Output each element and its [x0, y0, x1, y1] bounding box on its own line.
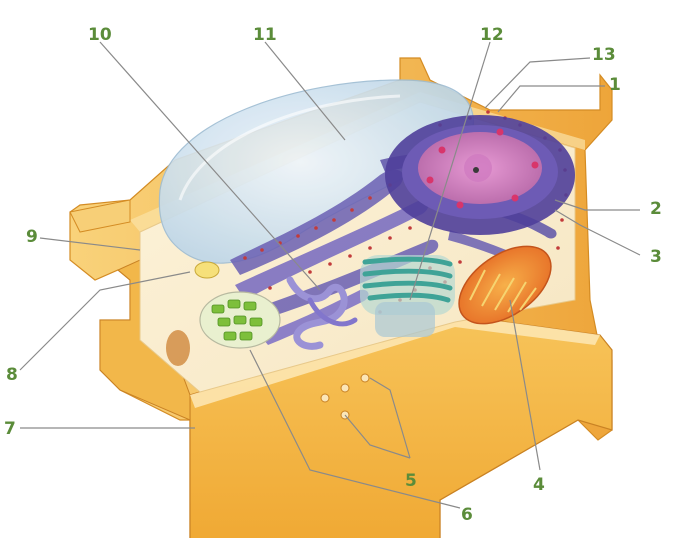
side-body — [166, 330, 190, 366]
label-1: 1 — [609, 75, 621, 95]
label-10: 10 — [88, 25, 112, 45]
vesicle — [194, 261, 220, 279]
label-13: 13 — [592, 45, 616, 65]
smooth-er — [286, 276, 358, 350]
label-6: 6 — [461, 505, 473, 525]
label-8: 8 — [6, 365, 18, 385]
golgi-apparatus — [360, 255, 455, 337]
label-2: 2 — [650, 199, 662, 219]
chloroplast — [199, 291, 281, 349]
label-3: 3 — [650, 247, 662, 267]
mitochondrion — [458, 245, 552, 325]
label-5: 5 — [405, 471, 417, 491]
label-4: 4 — [533, 475, 545, 495]
nucleus — [385, 115, 575, 235]
label-7: 7 — [4, 419, 16, 439]
leader-lines — [19, 41, 641, 509]
number-labels: 1 2 3 4 5 6 7 8 9 10 11 12 13 — [4, 25, 662, 525]
label-9: 9 — [26, 227, 38, 247]
label-11: 11 — [253, 25, 277, 45]
label-12: 12 — [480, 25, 504, 45]
